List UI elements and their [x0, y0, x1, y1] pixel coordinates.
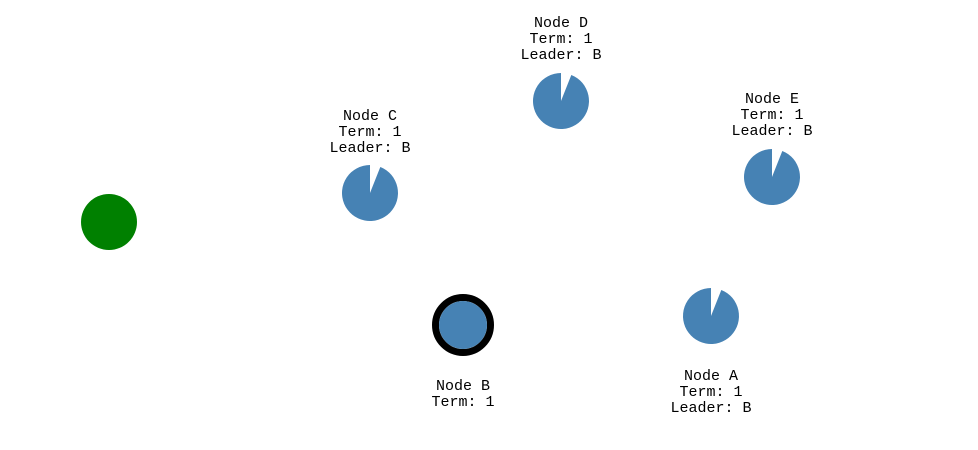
- node-b-leader-ring: [432, 294, 494, 356]
- node-d-name: Node D: [534, 15, 588, 32]
- node-c-timeout-icon: [341, 165, 398, 221]
- node-a[interactable]: Node A Term: 1 Leader: B: [670, 288, 752, 417]
- node-a-timeout-icon: [682, 288, 739, 345]
- node-c[interactable]: Node C Term: 1 Leader: B: [329, 108, 411, 221]
- node-e-name: Node E: [745, 91, 799, 108]
- node-d[interactable]: Node D Term: 1 Leader: B: [520, 15, 602, 130]
- node-b-timeout-icon: [439, 301, 487, 349]
- node-d-timeout-icon: [532, 72, 589, 130]
- node-b-name: Node B: [436, 378, 490, 395]
- node-a-leader: Leader: B: [670, 400, 751, 417]
- node-c-term: Term: 1: [338, 124, 401, 141]
- node-e-timeout-icon: [743, 149, 800, 205]
- node-c-leader: Leader: B: [329, 140, 410, 157]
- node-e-term: Term: 1: [740, 107, 803, 124]
- node-e-leader: Leader: B: [731, 123, 812, 140]
- node-d-term: Term: 1: [529, 31, 592, 48]
- client-node-icon[interactable]: [81, 194, 137, 250]
- node-b[interactable]: Node B Term: 1: [431, 294, 495, 412]
- node-a-term: Term: 1: [679, 384, 742, 401]
- node-d-leader: Leader: B: [520, 47, 601, 64]
- node-a-name: Node A: [684, 368, 738, 385]
- node-c-name: Node C: [343, 108, 397, 125]
- node-b-term: Term: 1: [431, 394, 494, 411]
- node-e[interactable]: Node E Term: 1 Leader: B: [731, 91, 813, 205]
